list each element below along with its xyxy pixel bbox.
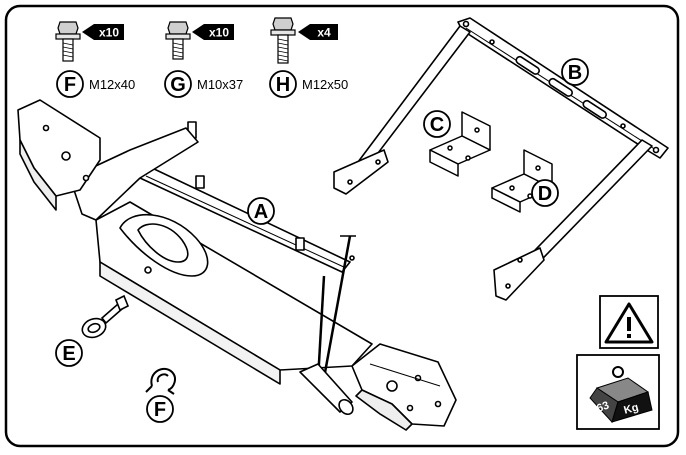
callout-circle [561,58,589,86]
bracket-c [429,111,491,177]
callout-circle [269,70,297,98]
callout-letter-b: B [568,62,582,84]
callout-circle [531,179,559,207]
quantity-label: x4 [317,26,331,40]
spec-label-h: M12x50 [302,77,348,92]
callout-letter-a: A [254,201,268,223]
bolt-icon [270,17,296,64]
weight-value: 63 [595,399,611,414]
quantity-label: x10 [99,26,119,40]
callout-letter-d: D [538,183,552,205]
weight-unit: Kg [623,401,640,416]
frame-b [333,17,669,301]
weight-icon: 63 Kg [589,366,653,423]
quantity-badge-h: x4 [298,24,338,40]
callout-letter-h: H [276,74,290,96]
callout-circle [55,339,83,367]
bolt-icon [55,21,81,62]
callout-circle [247,197,275,225]
bracket-d [491,149,553,213]
frame-border [4,4,680,448]
quantity-badge-g: x10 [192,24,234,40]
spec-label-f: M12x40 [89,77,135,92]
callout-circle [56,70,84,98]
callout-circle [146,395,174,423]
weight-box: 63 Kg [576,354,660,430]
callout-circle [164,70,192,98]
clip-f [145,367,176,395]
spec-label-g: M10x37 [197,77,243,92]
bolt-g: x10 G M10x37 [164,21,243,98]
callout-letter-f-clip: F [154,399,166,421]
bolt-f: x10 F M12x40 [55,21,135,98]
callout-letter-f: F [64,74,76,96]
callout-letter-e: E [62,343,75,365]
warning-triangle-icon [604,302,654,344]
quantity-badge-f: x10 [82,24,124,40]
callout-letter-g: G [170,74,186,96]
bolt-icon [165,21,191,60]
quantity-label: x10 [209,26,229,40]
bumper-a [17,99,457,431]
bolt-h: x4 H M12x50 [269,17,348,98]
eye-bolt-e [81,294,130,339]
callout-letter-c: C [430,114,444,136]
callout-circle [423,110,451,138]
warning-box [599,295,659,349]
